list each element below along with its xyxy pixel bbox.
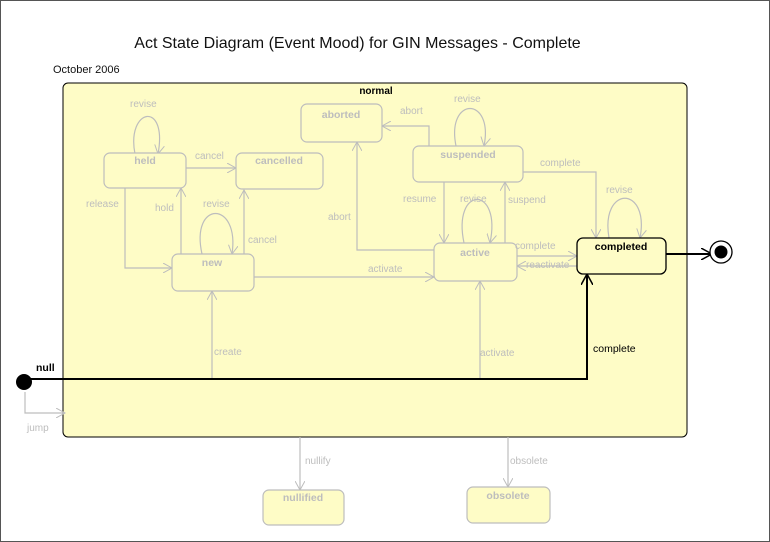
initial-state-null[interactable] — [16, 374, 32, 390]
tlabel-complete-active: complete — [515, 241, 556, 252]
tlabel-abort-susp: abort — [400, 106, 423, 117]
tlabel-revise-held: revise — [130, 99, 157, 110]
tlabel-cancel-held: cancel — [195, 151, 224, 162]
label-aborted: aborted — [322, 109, 361, 121]
transition-revise-susp — [454, 108, 486, 147]
tlabel-revise-new: revise — [203, 199, 230, 210]
transition-revise-completed — [607, 197, 641, 238]
tlabel-suspend: suspend — [508, 195, 546, 206]
tlabel-hold: hold — [155, 203, 174, 214]
label-cancelled: cancelled — [255, 155, 303, 167]
tlabel-reactivate: reactivate — [526, 260, 570, 271]
tlabel-complete-susp: complete — [540, 158, 581, 169]
label-new: new — [202, 257, 223, 269]
tlabel-jump: jump — [26, 423, 49, 434]
transition-revise-held — [133, 115, 160, 154]
label-obsolete: obsolete — [486, 490, 529, 502]
transition-release — [124, 188, 172, 268]
state-held[interactable] — [103, 152, 187, 189]
transition-complete-susp — [523, 171, 596, 238]
state-cancelled[interactable] — [235, 152, 324, 190]
state-active[interactable] — [433, 242, 518, 282]
tlabel-activate-new: activate — [368, 264, 403, 275]
tlabel-abort-active: abort — [328, 212, 351, 223]
transition-complete-null — [24, 274, 587, 380]
state-obsolete[interactable] — [466, 486, 551, 524]
transition-revise-new — [199, 213, 233, 255]
tlabel-activate-null: activate — [480, 348, 515, 359]
state-nullified[interactable] — [262, 489, 345, 526]
diagram-date: October 2006 — [53, 64, 120, 76]
label-suspended: suspended — [440, 149, 495, 161]
label-null: null — [36, 362, 55, 374]
state-completed[interactable] — [576, 237, 667, 275]
label-active: active — [460, 247, 490, 259]
state-new[interactable] — [171, 253, 255, 292]
tlabel-complete-null: complete — [593, 343, 636, 355]
label-completed: completed — [595, 241, 648, 253]
final-state-inner — [714, 245, 728, 259]
normal-label: normal — [359, 86, 393, 97]
state-aborted[interactable] — [300, 103, 383, 143]
transition-abort-susp — [382, 126, 430, 146]
transition-abort-active — [357, 142, 434, 251]
transition-jump — [24, 392, 65, 413]
transition-revise-active — [461, 199, 492, 244]
tlabel-nullify: nullify — [305, 456, 331, 467]
diagram-title: Act State Diagram (Event Mood) for GIN M… — [134, 35, 581, 52]
tlabel-resume: resume — [403, 194, 437, 205]
label-held: held — [134, 155, 156, 167]
tlabel-revise-active: revise — [460, 194, 487, 205]
tlabel-cancel-new: cancel — [248, 235, 277, 246]
tlabel-obsolete: obsolete — [510, 456, 548, 467]
tlabel-revise-completed: revise — [606, 185, 633, 196]
state-suspended[interactable] — [412, 145, 524, 183]
label-nullified: nullified — [283, 492, 323, 504]
tlabel-revise-susp: revise — [454, 94, 481, 105]
tlabel-create: create — [214, 347, 242, 358]
tlabel-release: release — [86, 199, 119, 210]
